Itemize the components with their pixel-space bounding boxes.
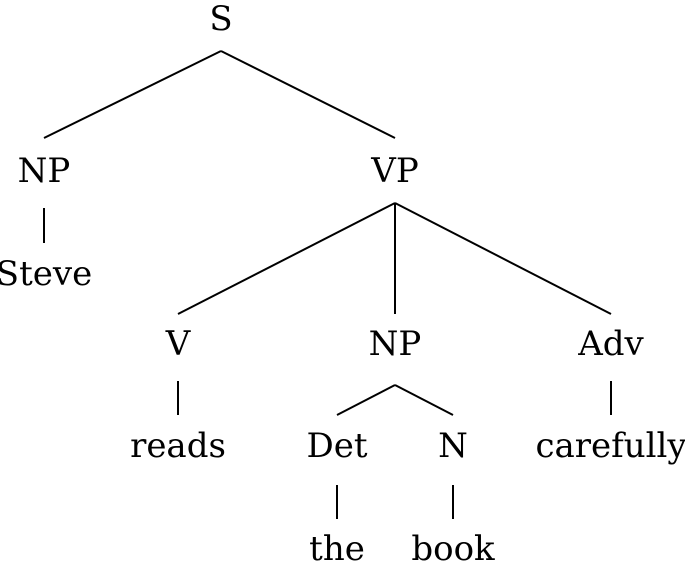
edge-np2-det [336, 384, 396, 416]
node-det: Det [306, 426, 367, 466]
node-vp: VP [370, 151, 418, 191]
node-n: N [438, 426, 468, 466]
node-np-subject: NP [18, 151, 71, 191]
node-steve: Steve [0, 254, 92, 294]
edge-vp-v [177, 202, 396, 315]
node-the: the [309, 529, 365, 564]
node-s: S [209, 0, 232, 39]
tree-edges [43, 50, 612, 519]
edge-s-np1 [43, 50, 222, 139]
node-adv: Adv [577, 324, 644, 364]
node-carefully: carefully [535, 426, 685, 466]
edge-np2-n [394, 384, 454, 416]
edge-vp-adv [394, 202, 612, 315]
node-reads: reads [130, 426, 226, 466]
node-np-object: NP [369, 324, 422, 364]
node-v: V [165, 324, 192, 364]
node-book: book [411, 529, 495, 564]
edge-s-vp [220, 50, 396, 139]
